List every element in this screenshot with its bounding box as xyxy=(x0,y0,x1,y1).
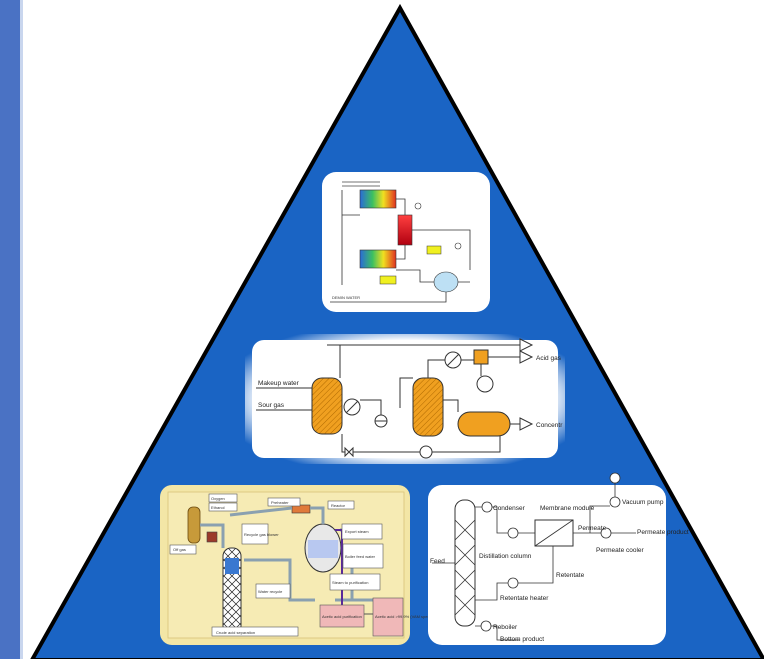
bl-label-recycle-gas-blower: Recycle gas blower xyxy=(244,532,279,537)
bl-label-off-gas: Off gas xyxy=(173,547,186,552)
br-label-distillation-column: Distillation column xyxy=(479,553,532,560)
br-label-membrane-module: Membrane module xyxy=(540,505,595,512)
bl-label-water-recycle: Water recycle xyxy=(258,589,283,594)
bl-label-preheater: Preheater xyxy=(271,500,289,505)
br-label-condenser: Condenser xyxy=(493,505,526,512)
panel-bottom-left: Oxygen Ethanol Preheater Reactor Off gas… xyxy=(160,485,433,645)
left-accent-bar xyxy=(0,0,20,659)
bl-label-crude-acid-separation: Crude acid separation xyxy=(216,630,255,635)
bl-label-boiler-feed-water: Boiler feed water xyxy=(345,554,376,559)
br-label-retentate: Retentate xyxy=(556,572,585,579)
bl-label-export-steam: Export steam xyxy=(345,529,369,534)
br-label-vacuum-pump: Vacuum pump xyxy=(622,499,664,506)
bl-label-ethanol: Ethanol xyxy=(211,505,225,510)
bl-label-oxygen: Oxygen xyxy=(211,496,225,501)
br-label-retentate-heater: Retentate heater xyxy=(500,595,549,602)
panel-top: DEMIN WATER xyxy=(322,172,490,312)
left-accent-edge xyxy=(20,0,23,659)
mid-label-makeup-water: Makeup water xyxy=(258,380,300,387)
br-label-permeate: Permeate xyxy=(578,525,607,532)
mid-label-acid-gas: Acid gas xyxy=(536,355,562,362)
br-label-reboiler: Reboiler xyxy=(493,624,518,631)
bl-label-acetic-acid-vam: Acetic acid >99.9% (VAM spec.) xyxy=(375,614,433,619)
br-label-feed: Feed xyxy=(430,558,445,565)
bl-label-reactor: Reactor xyxy=(331,503,346,508)
panel-mid: Makeup water Sour gas Acid gas Concentr xyxy=(245,334,565,464)
panel-bottom-right: Condenser Membrane module Vacuum pump Pe… xyxy=(428,472,689,645)
br-label-permeate-product: Permeate product xyxy=(637,529,689,536)
bl-label-steam-to-purification: Steam to purification xyxy=(332,580,368,585)
mid-label-sour-gas: Sour gas xyxy=(258,402,285,409)
br-label-permeate-cooler: Permeate cooler xyxy=(596,547,645,554)
bl-label-acetic-acid-purification: Acetic acid purification xyxy=(322,614,362,619)
top-label-demin-water: DEMIN WATER xyxy=(332,295,360,300)
br-label-bottom-product: Bottom product xyxy=(500,636,544,643)
mid-label-concentr: Concentr xyxy=(536,422,563,429)
